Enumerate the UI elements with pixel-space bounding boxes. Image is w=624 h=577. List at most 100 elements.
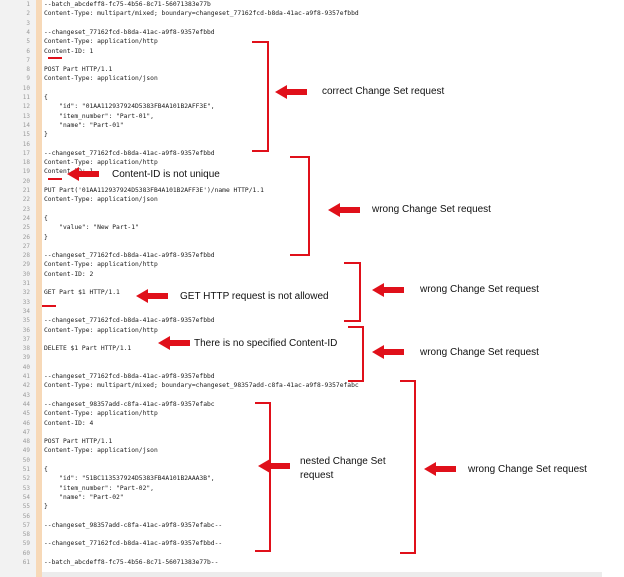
bracket-nested xyxy=(255,402,271,552)
bracket-wrong-4 xyxy=(400,380,416,554)
line-number: 41 xyxy=(22,373,30,380)
code-line[interactable]: { xyxy=(44,466,48,473)
line-number: 53 xyxy=(22,484,30,492)
line-number: 51 xyxy=(22,466,30,473)
note-wrong-changeset-2: wrong Change Set request xyxy=(420,284,539,295)
code-line[interactable]: GET Part $1 HTTP/1.1 xyxy=(44,289,120,297)
code-line[interactable]: Content-Type: application/json xyxy=(44,75,158,83)
line-number: 30 xyxy=(22,270,30,278)
code-line[interactable]: DELETE $1 Part HTTP/1.1 xyxy=(44,345,132,353)
code-line[interactable]: "id": "01AA112937924D5383FB4A101B2AFF3E"… xyxy=(44,103,215,111)
line-number: 58 xyxy=(22,531,30,539)
underline-content-id-dup xyxy=(48,178,62,180)
code-line[interactable]: "name": "Part-02" xyxy=(44,493,124,501)
code-line[interactable]: Content-Type: application/json xyxy=(44,447,158,455)
line-number: 52 xyxy=(22,475,30,483)
line-number: 14 xyxy=(22,121,30,129)
line-number: 61 xyxy=(22,559,30,566)
line-number: 39 xyxy=(22,354,30,362)
code-line[interactable]: "item_number": "Part-01", xyxy=(44,112,154,120)
line-number: 57 xyxy=(22,521,30,529)
line-number: 42 xyxy=(22,382,30,390)
line-number: 50 xyxy=(22,456,30,464)
line-number: 36 xyxy=(22,326,30,334)
line-number: 48 xyxy=(22,438,30,446)
code-line[interactable]: "item_number": "Part-02", xyxy=(44,484,154,492)
line-number: 22 xyxy=(22,196,30,204)
line-number: 35 xyxy=(22,317,30,325)
code-line[interactable]: --batch_abcdeff8-fc75-4b56-8c71-56071383… xyxy=(44,559,219,566)
code-line[interactable]: Content-Type: application/http xyxy=(44,326,158,334)
line-number: 59 xyxy=(22,540,30,548)
line-number: 34 xyxy=(22,307,30,315)
code-line[interactable]: --changeset_98357add-c8fa-41ac-a9f8-9357… xyxy=(44,521,223,529)
code-line[interactable]: Content-Type: application/http xyxy=(44,410,158,418)
note-wrong-changeset-3: wrong Change Set request xyxy=(420,347,539,358)
note-nested-changeset-2: request xyxy=(300,470,334,481)
bracket-wrong-2 xyxy=(344,262,361,322)
bracket-wrong-1 xyxy=(290,156,310,256)
code-line[interactable]: "value": "New Part-1" xyxy=(44,224,139,232)
code-line[interactable]: Content-Type: application/http xyxy=(44,261,158,269)
code-line[interactable]: } xyxy=(44,233,48,241)
code-line[interactable]: --batch_abcdeff8-fc75-4b56-8c71-56071383… xyxy=(44,1,211,8)
line-number: 6 xyxy=(26,47,30,55)
code-line[interactable]: } xyxy=(44,503,48,511)
code-line[interactable]: --changeset_77162fcd-b8da-41ac-a9f8-9357… xyxy=(44,28,215,36)
code-line[interactable]: Content-Type: application/json xyxy=(44,196,158,204)
line-number: 10 xyxy=(22,84,30,92)
line-number: 60 xyxy=(22,549,30,557)
line-number: 54 xyxy=(22,493,30,501)
line-number: 13 xyxy=(22,112,30,120)
code-line[interactable]: Content-ID: 2 xyxy=(44,270,94,278)
note-correct-changeset: correct Change Set request xyxy=(322,86,445,97)
code-line[interactable]: "name": "Part-01" xyxy=(44,121,124,129)
code-line[interactable]: POST Part HTTP/1.1 xyxy=(44,66,113,74)
code-line[interactable]: } xyxy=(44,131,48,139)
code-line[interactable]: --changeset_77162fcd-b8da-41ac-a9f8-9357… xyxy=(44,373,215,380)
code-line[interactable]: --changeset_77162fcd-b8da-41ac-a9f8-9357… xyxy=(44,252,215,260)
code-line[interactable]: --changeset_98357add-c8fa-41ac-a9f8-9357… xyxy=(44,400,215,408)
code-line[interactable]: Content-Type: application/http xyxy=(44,38,158,46)
line-number: 49 xyxy=(22,447,30,455)
note-get-not-allowed: GET HTTP request is not allowed xyxy=(180,291,329,302)
line-number: 24 xyxy=(22,214,30,222)
horizontal-scrollbar[interactable] xyxy=(42,572,602,577)
line-number: 2 xyxy=(26,10,30,18)
line-number: 40 xyxy=(22,363,30,371)
line-number: 7 xyxy=(26,56,30,64)
line-number: 8 xyxy=(26,66,30,74)
line-number: 25 xyxy=(22,224,30,232)
code-line[interactable]: Content-Type: multipart/mixed; boundary=… xyxy=(44,10,359,18)
note-nested-changeset: nested Change Set xyxy=(300,456,386,467)
line-number: 17 xyxy=(22,149,30,157)
code-line[interactable]: Content-Type: multipart/mixed; boundary=… xyxy=(44,382,359,390)
line-number: 32 xyxy=(22,289,30,297)
code-line[interactable]: POST Part HTTP/1.1 xyxy=(44,438,113,446)
line-number: 19 xyxy=(22,168,30,176)
line-number: 27 xyxy=(22,242,30,250)
code-line[interactable]: Content-ID: 1 xyxy=(44,47,94,55)
line-number: 43 xyxy=(22,391,30,399)
line-number: 28 xyxy=(22,252,30,260)
underline-get xyxy=(42,305,56,307)
line-number: 21 xyxy=(22,187,30,194)
code-line[interactable]: Content-Type: application/http xyxy=(44,159,158,167)
code-line[interactable]: --changeset_77162fcd-b8da-41ac-a9f8-9357… xyxy=(44,149,215,157)
code-line[interactable]: --changeset_77162fcd-b8da-41ac-a9f8-9357… xyxy=(44,317,215,325)
code-line[interactable]: Content-ID: 4 xyxy=(44,419,94,427)
note-wrong-changeset-1: wrong Change Set request xyxy=(372,204,491,215)
line-number: 46 xyxy=(22,419,30,427)
code-line[interactable]: { xyxy=(44,214,48,222)
code-line[interactable]: --changeset_77162fcd-b8da-41ac-a9f8-9357… xyxy=(44,540,223,548)
line-number: 44 xyxy=(22,400,30,408)
bracket-correct xyxy=(252,41,269,152)
code-line[interactable]: "id": "51BC113537924D5383FB4A101B2AAA3B"… xyxy=(44,475,215,483)
line-number: 4 xyxy=(26,28,30,36)
line-number: 47 xyxy=(22,428,30,436)
line-number: 55 xyxy=(22,503,30,511)
code-line[interactable]: { xyxy=(44,94,48,101)
line-number: 31 xyxy=(22,280,30,287)
code-line[interactable]: PUT Part('01AA112937924D5383FB4A101B2AFF… xyxy=(44,187,264,194)
